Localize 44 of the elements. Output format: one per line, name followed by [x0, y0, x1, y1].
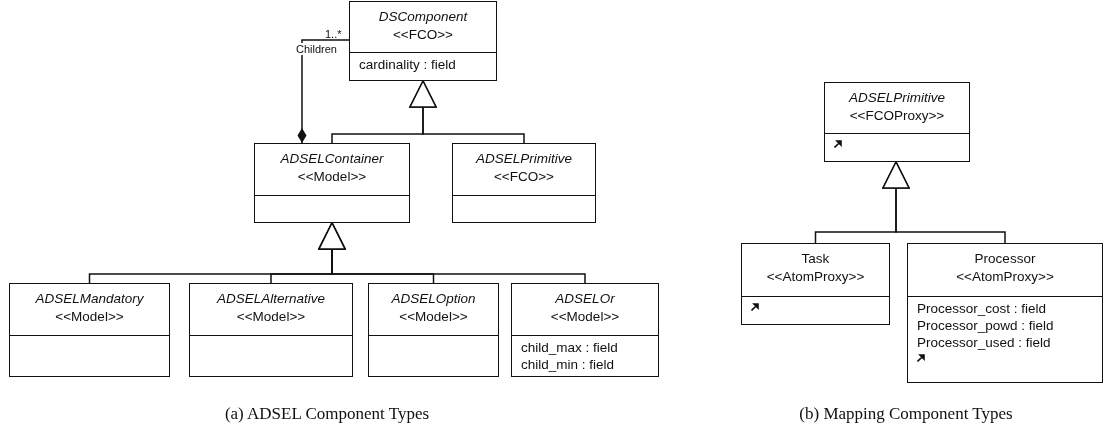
class-name: ADSELMandatory [34, 290, 145, 308]
stereotype: <<Model>> [296, 168, 368, 186]
attribute: Processor_cost : field [917, 300, 1048, 317]
class-name: Processor [973, 250, 1037, 268]
class-name: ADSELOr [554, 290, 616, 308]
multiplicity-label: 1..* [325, 28, 342, 40]
stereotype: <<AtomProxy>> [955, 268, 1055, 286]
class-name: ADSELPrimitive [847, 89, 946, 107]
stereotype: <<FCO>> [391, 26, 454, 44]
class-name: ADSELOption [390, 290, 477, 308]
stereotype: <<FCOProxy>> [848, 107, 946, 125]
class-box [9, 283, 170, 377]
class-name: DSComponent [377, 8, 469, 26]
class-box [511, 283, 659, 377]
attribute: Processor_powd : field [917, 317, 1055, 334]
class-box [368, 283, 499, 377]
stereotype: <<FCO>> [492, 168, 555, 186]
class-box [907, 243, 1103, 383]
caption: (a) ADSEL Component Types [224, 404, 430, 424]
composition-line [297, 39, 350, 144]
class-box [824, 82, 970, 162]
class-box [254, 143, 410, 223]
stereotype: <<Model>> [54, 308, 125, 326]
class-box [452, 143, 596, 223]
generalization-arrow [409, 80, 525, 144]
stereotype: <<Model>> [398, 308, 469, 326]
stereotype: <<Model>> [235, 308, 307, 326]
attribute: Processor_used : field [917, 334, 1052, 351]
class-box [741, 243, 890, 325]
class-name: Task [800, 250, 831, 268]
class-name: ADSELAlternative [215, 290, 327, 308]
caption: (b) Mapping Component Types [799, 404, 1013, 424]
generalization-arrow [882, 161, 1006, 244]
generalization-arrow [318, 222, 586, 284]
edge-label: Children [296, 43, 337, 55]
attribute: child_min : field [521, 356, 616, 373]
attribute: cardinality : field [359, 56, 457, 73]
class-box [189, 283, 353, 377]
stereotype: <<AtomProxy>> [765, 268, 866, 286]
attribute: child_max : field [521, 339, 619, 356]
class-name: ADSELPrimitive [474, 150, 573, 168]
class-name: ADSELContainer [279, 150, 385, 168]
stereotype: <<Model>> [549, 308, 621, 326]
class-box [349, 1, 497, 81]
